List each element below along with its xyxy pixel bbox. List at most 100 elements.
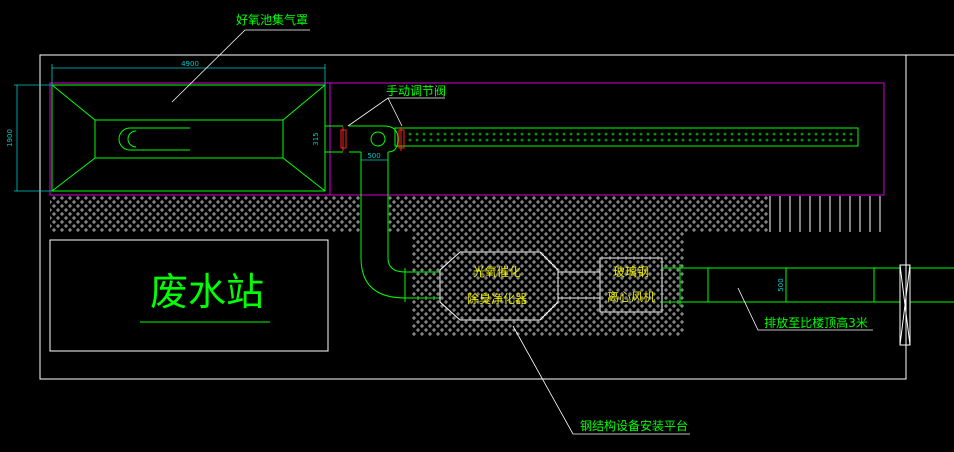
duct-hole	[835, 132, 839, 136]
duct-hole	[779, 138, 783, 142]
duct-hole	[835, 138, 839, 142]
duct-hole	[499, 138, 503, 142]
manual-valve-left	[340, 127, 347, 151]
duct-hole	[744, 138, 748, 142]
duct-hole	[604, 138, 608, 142]
duct-hole	[702, 138, 706, 142]
duct-hole	[723, 138, 727, 142]
duct-hole	[723, 132, 727, 136]
duct-hole	[716, 132, 720, 136]
duct-perforations	[408, 132, 853, 142]
duct-hole	[744, 132, 748, 136]
duct-hole	[548, 138, 552, 142]
duct-hole	[422, 132, 426, 136]
duct-hole	[660, 138, 664, 142]
duct-hole	[520, 132, 524, 136]
duct-hole	[471, 132, 475, 136]
duct-hole	[597, 132, 601, 136]
photo-oxidation-purifier	[439, 251, 600, 321]
duct-hole	[583, 138, 587, 142]
duct-hole	[632, 132, 636, 136]
duct-315-dim: 315	[312, 132, 320, 145]
duct-hole	[709, 138, 713, 142]
duct-hole	[709, 132, 713, 136]
duct-hole	[758, 138, 762, 142]
duct-hole	[765, 132, 769, 136]
duct-hole	[632, 138, 636, 142]
duct-hole	[828, 132, 832, 136]
centrifugal-fan	[599, 257, 663, 313]
duct-500-h-dim: 500	[367, 152, 380, 160]
duct-hole	[667, 132, 671, 136]
duct-hole	[415, 132, 419, 136]
platform-label: 钢结构设备安装平台	[580, 418, 688, 433]
wall-penetration	[899, 264, 911, 346]
duct-hole	[786, 132, 790, 136]
manual-valve-right	[398, 127, 405, 151]
main-duct	[325, 125, 859, 153]
gas-collection-hood	[51, 84, 326, 192]
duct-hole	[576, 132, 580, 136]
duct-hole	[450, 132, 454, 136]
duct-hole	[478, 138, 482, 142]
duct-hole	[408, 132, 412, 136]
valve-label: 手动调节阀	[386, 84, 446, 98]
duct-hole	[688, 132, 692, 136]
duct-hole	[800, 132, 804, 136]
duct-hole	[520, 138, 524, 142]
hood-height-dim: 1900	[6, 129, 14, 147]
duct-hole	[590, 132, 594, 136]
duct-hole	[457, 132, 461, 136]
hood-width-dim: 4900	[181, 60, 199, 68]
duct-hole	[730, 138, 734, 142]
duct-hole	[485, 132, 489, 136]
wastewater-label: 废水站	[150, 270, 264, 314]
duct-hole	[814, 132, 818, 136]
vertical-duct	[360, 125, 440, 302]
duct-hole	[807, 138, 811, 142]
duct-hole	[842, 138, 846, 142]
duct-hole	[639, 138, 643, 142]
duct-hole	[625, 132, 629, 136]
duct-hole	[534, 138, 538, 142]
duct-hole	[492, 138, 496, 142]
duct-hole	[849, 138, 853, 142]
duct-hole	[471, 138, 475, 142]
aerobic-tank-outline	[49, 82, 331, 196]
duct-hole	[772, 138, 776, 142]
duct-hole	[751, 138, 755, 142]
duct-hole	[478, 132, 482, 136]
stair-lines	[769, 196, 881, 232]
exhaust-duct	[662, 264, 954, 306]
duct-hole	[555, 138, 559, 142]
duct-hole	[450, 138, 454, 142]
duct-hole	[429, 132, 433, 136]
duct-hole	[821, 132, 825, 136]
duct-hole	[646, 132, 650, 136]
duct-hole	[618, 138, 622, 142]
duct-hole	[485, 138, 489, 142]
duct-hole	[695, 138, 699, 142]
purifier-label-1: 光氧催化	[473, 265, 521, 279]
duct-hole	[807, 132, 811, 136]
duct-hole	[688, 138, 692, 142]
duct-hole	[429, 138, 433, 142]
duct-hole	[793, 138, 797, 142]
duct-hole	[506, 132, 510, 136]
duct-hole	[464, 138, 468, 142]
fan-label-2: 离心风机	[607, 289, 655, 304]
duct-hole	[555, 132, 559, 136]
duct-hole	[569, 138, 573, 142]
duct-hole	[415, 138, 419, 142]
duct-hole	[548, 132, 552, 136]
discharge-label: 排放至比楼顶高3米	[764, 315, 868, 330]
duct-hole	[849, 132, 853, 136]
duct-hole	[499, 132, 503, 136]
duct-hole	[569, 132, 573, 136]
duct-hole	[604, 132, 608, 136]
duct-hole	[443, 138, 447, 142]
duct-hole	[527, 132, 531, 136]
leader-lines	[171, 29, 873, 435]
duct-hole	[758, 132, 762, 136]
duct-hole	[730, 132, 734, 136]
